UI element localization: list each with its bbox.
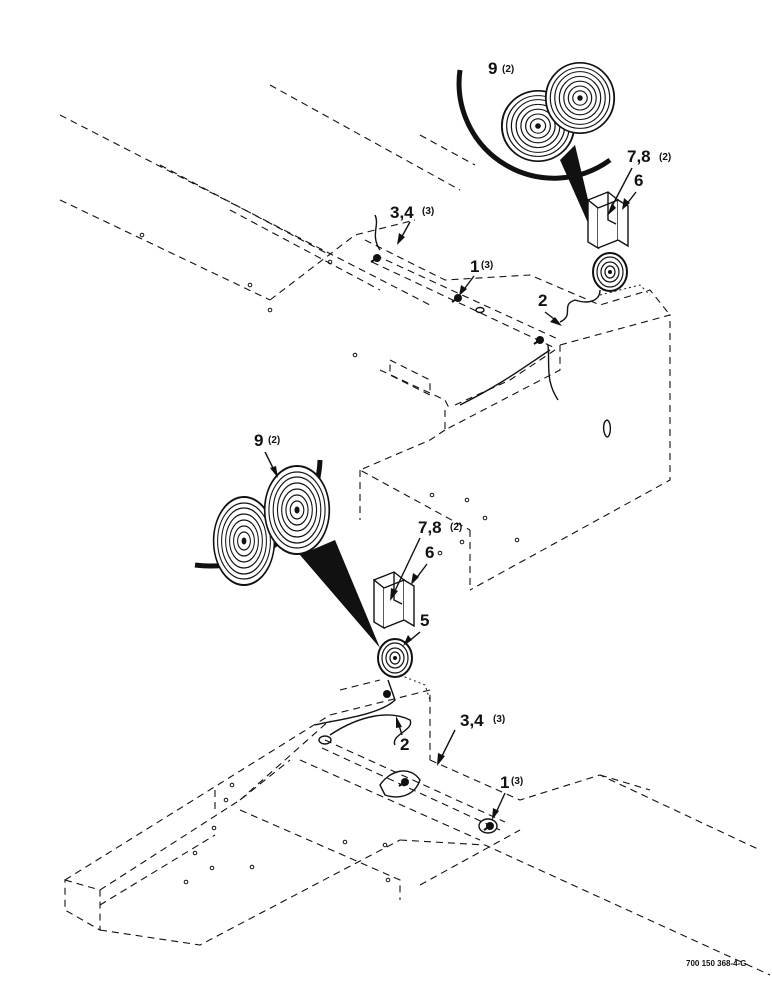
upper-frame [59,84,671,591]
bolt-icon [483,821,495,831]
work-lamp-icon [592,252,628,292]
drawing-number: 700 150 368-4-G [686,959,747,968]
callout-label: 1 [470,257,479,276]
work-lamp-icon [377,638,413,678]
callout-qty: (2) [450,522,462,533]
callout-qty: (2) [268,435,280,446]
bracket-icon [587,191,629,249]
callout-qty: (2) [659,152,671,163]
callout-qty: (3) [481,260,493,271]
callout-label: 1 [500,773,509,792]
callout-label: 3,4 [460,711,484,730]
callout-label: 2 [538,291,547,310]
lower-frame [64,679,771,976]
bolt-icon [533,335,545,345]
upper-light-bar [370,214,601,401]
lower-detail-magnifier [194,459,380,648]
lens-icon [544,61,616,135]
callout-qty: (2) [502,64,514,75]
bracket-icon [373,571,415,629]
upper-callouts: 9 (2) 7,8 (2) 6 3,4 (3) 1 (3) 2 [390,59,671,326]
callout-qty: (3) [511,776,523,787]
bolt-icon [451,293,463,303]
bolt-icon [370,253,382,263]
callout-qty: (3) [422,206,434,217]
callout-label: 7,8 [627,147,651,166]
lower-callouts: 9 (2) 7,8 (2) 6 5 2 3,4 (3) 1 (3) [254,431,523,820]
callout-label: 6 [634,171,643,190]
callout-label: 7,8 [418,518,442,537]
bolt-icon [398,777,410,787]
callout-label: 9 [254,431,263,450]
lower-light-bar [314,679,506,834]
lens-icon [263,465,331,555]
callout-label: 3,4 [390,203,414,222]
callout-label: 9 [488,59,497,78]
callout-label: 6 [425,543,434,562]
callout-qty: (3) [493,714,505,725]
callout-label: 2 [400,735,409,754]
callout-label: 5 [420,611,429,630]
